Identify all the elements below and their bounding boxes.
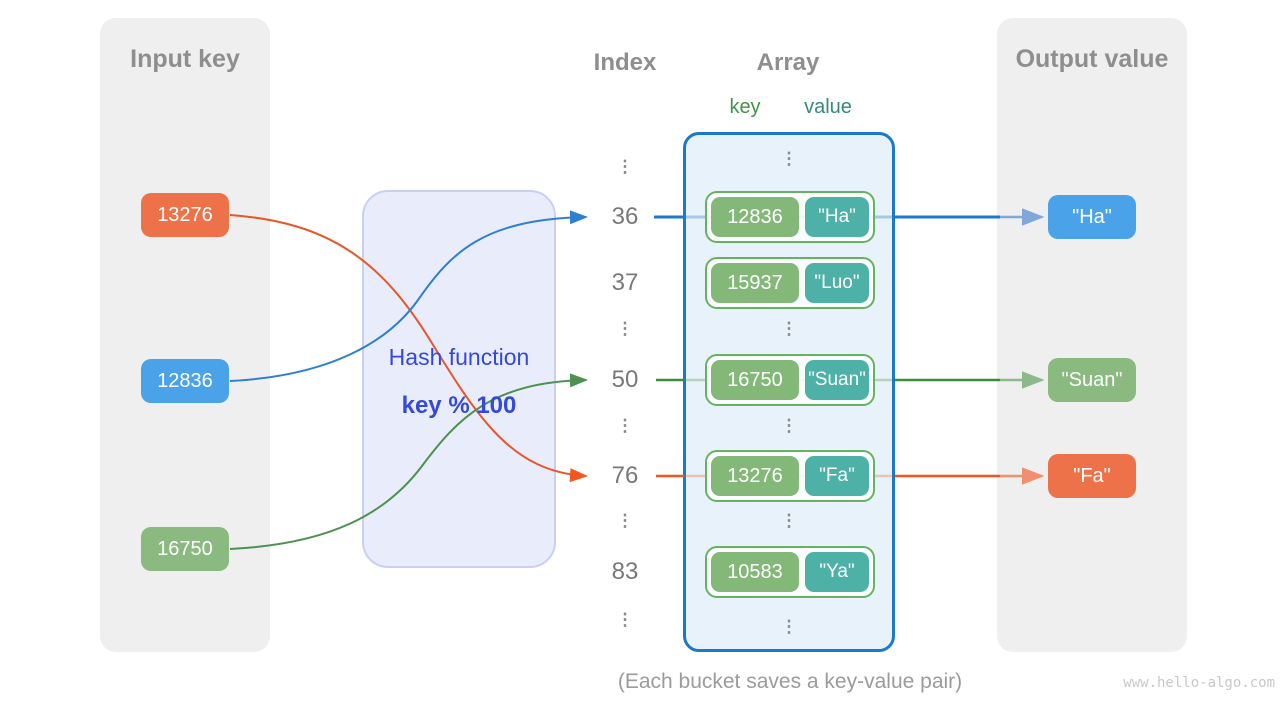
watermark: www.hello-algo.com [1123,675,1275,691]
hash-function-box [362,190,556,568]
bucket-value: "Suan" [805,360,869,400]
index-76: 76 [611,462,639,489]
diagram-caption: (Each bucket saves a key-value pair) [617,670,963,693]
bucket-key: 15937 [711,263,799,303]
array-ellipsis: ⋮ [780,511,798,530]
index-36: 36 [611,203,639,230]
hash-function-title: Hash function [388,344,530,370]
key-column-label: key [729,96,761,118]
output-panel-title: Output value [1015,45,1169,73]
array-ellipsis: ⋮ [780,149,798,168]
bucket-value: "Luo" [805,263,869,303]
bucket-76: 13276 "Fa" [705,450,875,502]
bucket-value: "Ha" [805,197,869,237]
index-50: 50 [611,366,639,393]
output-value-ha: "Ha" [1048,195,1136,239]
value-column-label: value [804,96,852,118]
output-value-panel [997,18,1187,652]
bucket-key: 10583 [711,552,799,592]
hash-function-formula: key % 100 [401,392,517,419]
bucket-83: 10583 "Ya" [705,546,875,598]
bucket-value: "Ya" [805,552,869,592]
input-key-16750: 16750 [141,527,229,571]
array-column-header: Array [756,49,820,76]
index-ellipsis: ⋮ [616,416,634,435]
bucket-key: 16750 [711,360,799,400]
output-value-suan: "Suan" [1048,358,1136,402]
index-37: 37 [611,269,639,296]
bucket-37: 15937 "Luo" [705,257,875,309]
input-key-13276: 13276 [141,193,229,237]
input-key-12836: 12836 [141,359,229,403]
output-value-fa: "Fa" [1048,454,1136,498]
index-ellipsis: ⋮ [616,157,634,176]
bucket-36: 12836 "Ha" [705,191,875,243]
index-ellipsis: ⋮ [616,511,634,530]
input-panel-title: Input key [130,45,240,73]
bucket-value: "Fa" [805,456,869,496]
bucket-50: 16750 "Suan" [705,354,875,406]
bucket-key: 12836 [711,197,799,237]
index-column-header: Index [593,49,657,76]
index-83: 83 [611,558,639,585]
array-ellipsis: ⋮ [780,617,798,636]
array-ellipsis: ⋮ [780,319,798,338]
array-ellipsis: ⋮ [780,416,798,435]
index-ellipsis: ⋮ [616,610,634,629]
index-ellipsis: ⋮ [616,319,634,338]
bucket-key: 13276 [711,456,799,496]
